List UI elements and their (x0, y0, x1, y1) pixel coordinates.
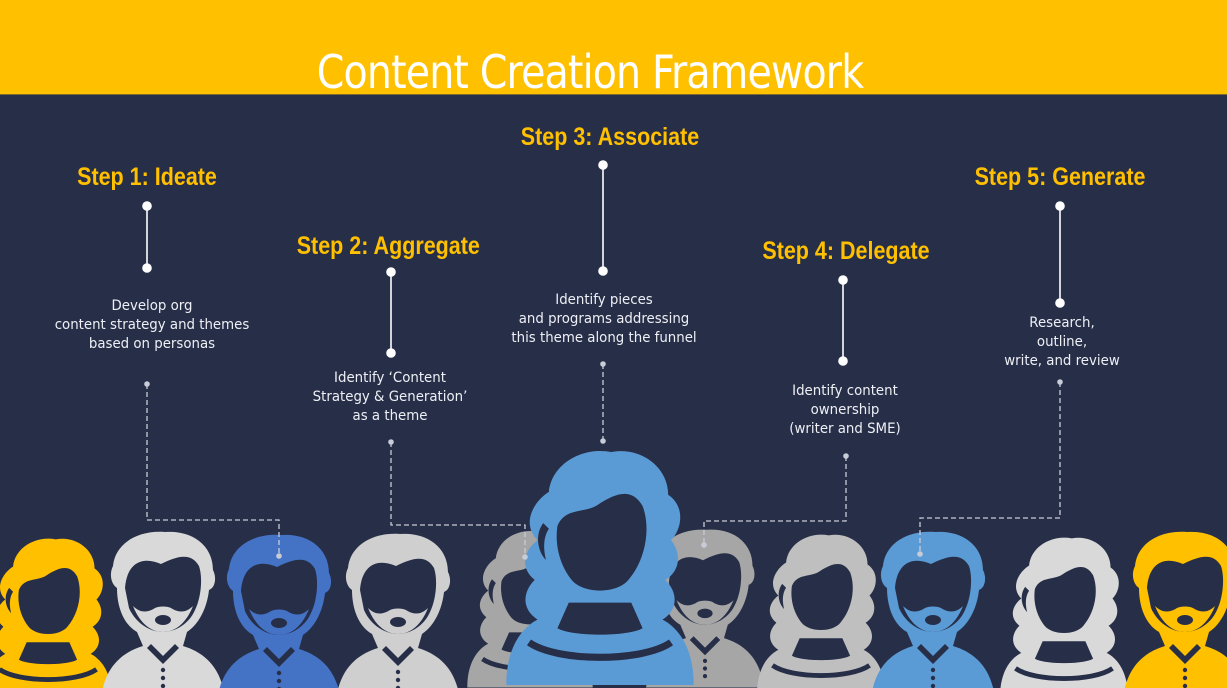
step-3-description: Identify pieces and programs addressing … (511, 292, 697, 346)
step-1-description: Develop org content strategy and themes … (54, 298, 250, 352)
step-2-description: Identify ‘Content Strategy & Generation’… (312, 370, 468, 424)
step-3-title: Step 3: Associate (520, 123, 700, 151)
step-5-description: Research, outline, write, and review (1004, 315, 1120, 369)
header-band (0, 0, 1227, 95)
step-5-title: Step 5: Generate (974, 163, 1146, 191)
step-2-title: Step 2: Aggregate (296, 232, 480, 260)
step-4-description: Identify content ownership (writer and S… (789, 383, 901, 437)
step-1-title: Step 1: Ideate (77, 163, 217, 191)
page-title: Content Creation Framework (316, 45, 864, 99)
step-4-title: Step 4: Delegate (762, 237, 930, 265)
